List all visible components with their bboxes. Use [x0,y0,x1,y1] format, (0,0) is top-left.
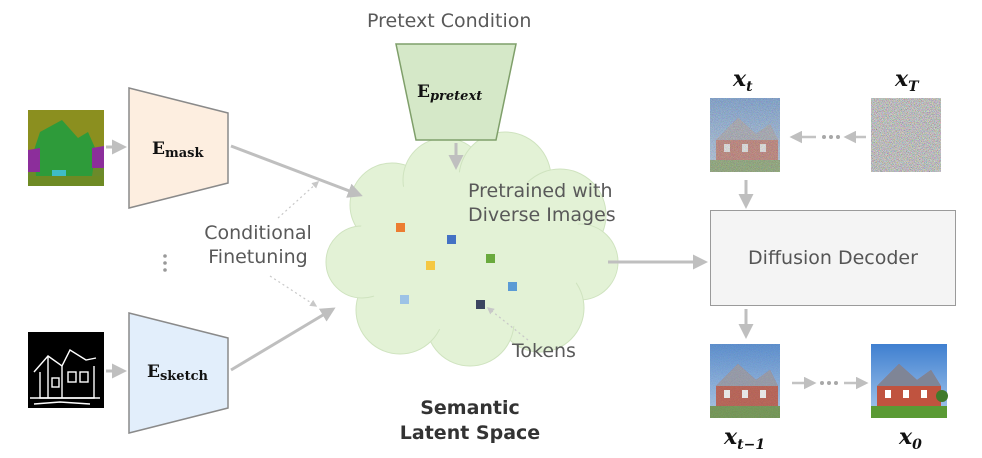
xt-main: x [733,66,747,92]
sketch-encoder-main: E [147,362,160,382]
image-x0 [871,344,948,418]
ellipsis-bottom [820,381,838,385]
x0-sub: 0 [912,437,922,453]
latent-space-label: Semantic Latent Space [380,396,560,446]
xt1-sub: t−1 [737,437,766,453]
pretext-encoder-main: E [417,82,430,102]
tokens-leader [486,307,529,341]
xT-sub: T [908,79,919,95]
sketch-encoder-to-cloud-arrow [230,307,336,372]
sketch-image [28,332,104,408]
image-xT [871,98,941,172]
diffusion-decoder-label: Diffusion Decoder [748,247,918,269]
pretrained-label: Pretrained with Diverse Images [468,179,616,227]
token-navy [476,300,485,309]
vertical-ellipsis [163,254,167,272]
finetune-leader-bottom [269,275,318,307]
ellipsis-top [822,135,840,139]
latent-line-1: Semantic [420,397,520,419]
segmentation-mask-image [28,110,104,186]
xt-sub: t [746,79,753,95]
tokens-label: Tokens [512,340,576,362]
diffusion-decoder-box: Diffusion Decoder [710,210,956,306]
sketch-encoder-sub: sketch [159,369,208,384]
xt-minus-1-label: xt−1 [724,424,765,453]
xT-label: xT [895,66,919,95]
token-sky [400,295,409,304]
pretext-encoder-label: Epretext [417,82,482,104]
pretext-encoder-shape [395,43,517,141]
pretext-condition-label: Pretext Condition [367,10,532,32]
pretext-encoder-sub: pretext [429,89,483,104]
conditional-line-2: Finetuning [208,246,308,268]
finetune-leader-top [277,181,320,219]
xt1-main: x [724,424,738,450]
image-xt [710,98,780,172]
mask-encoder-label: Emask [152,139,203,161]
token-orange [396,223,405,232]
token-light-blue [508,282,517,291]
pretrained-line-1: Pretrained with [468,180,613,202]
x0-label: x0 [899,424,922,453]
xt-label: xt [733,66,753,95]
mask-encoder-shape [128,87,229,209]
mask-encoder-to-cloud-arrow [230,144,363,198]
sketch-encoder-shape [128,312,229,434]
mask-encoder-sub: mask [164,146,204,161]
image-xt-minus-1 [710,344,780,418]
latent-line-2: Latent Space [399,422,541,444]
token-yellow [426,261,435,270]
token-blue [447,235,456,244]
sketch-encoder-label: Esketch [147,362,208,384]
x0-main: x [899,424,913,450]
pretrained-line-2: Diverse Images [468,204,616,226]
xT-main: x [895,66,909,92]
conditional-finetuning-label: Conditional Finetuning [196,221,320,269]
conditional-line-1: Conditional [204,222,312,244]
token-green [486,254,495,263]
mask-encoder-main: E [152,139,165,159]
